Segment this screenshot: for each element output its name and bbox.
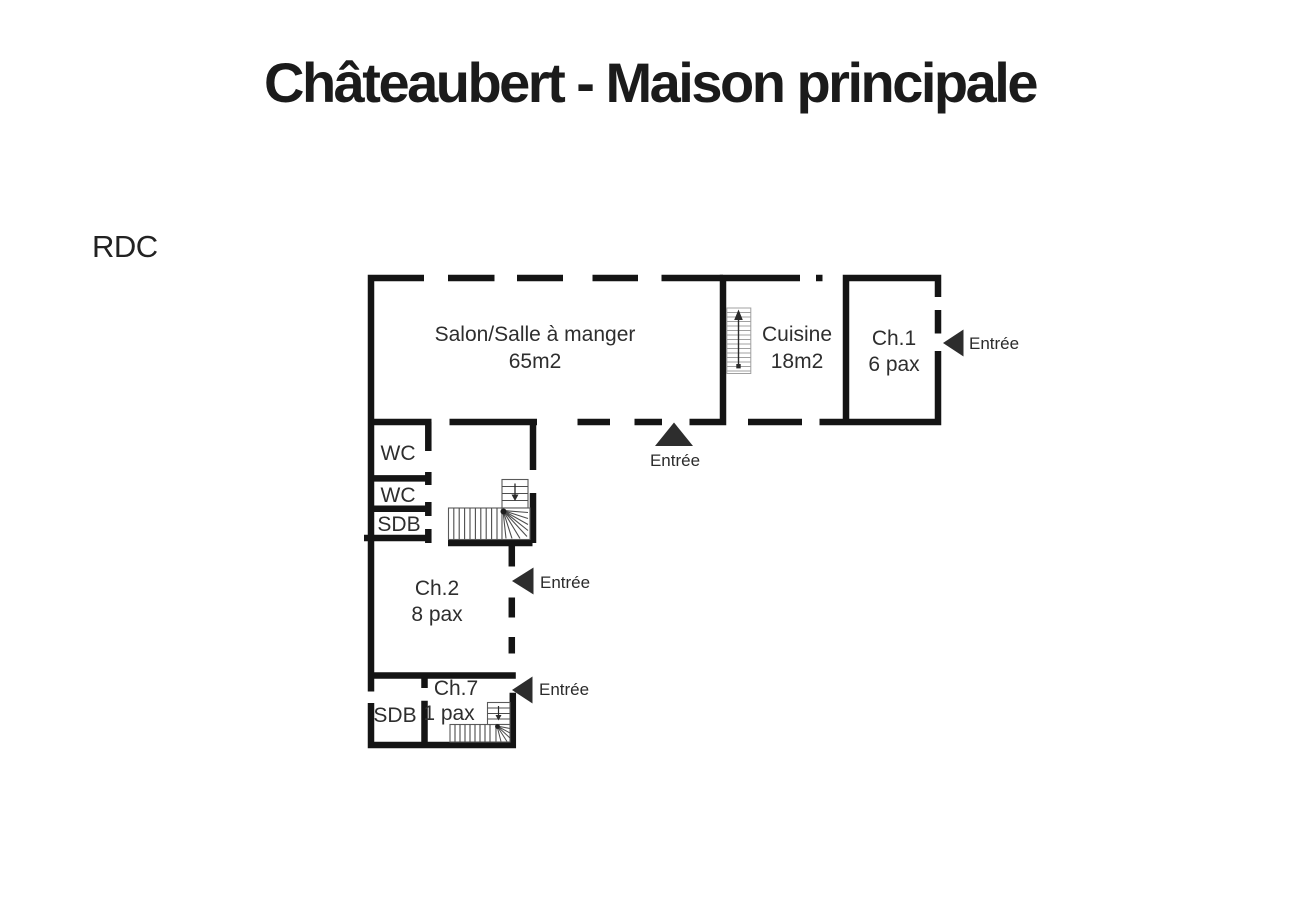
walls-dashed <box>448 274 942 654</box>
room-label-cuisine: Cuisine <box>762 323 832 346</box>
room-capacity-ch7: 1 pax <box>423 702 475 725</box>
page-title: Châteaubert - Maison principale <box>264 51 1039 114</box>
room-label-sdb-mid: SDB <box>377 513 420 536</box>
stairs-icon-cuisine <box>726 307 752 374</box>
room-capacity-ch2: 8 pax <box>411 603 463 626</box>
entrance-ch1: Entrée <box>943 329 1019 357</box>
entrance-arrow-icon-main <box>655 422 693 446</box>
floor-label: RDC <box>92 229 158 264</box>
room-label-ch7: Ch.7 <box>434 677 478 700</box>
entrance-arrow-icon-ch1 <box>943 329 964 357</box>
entrance-label-ch2: Entrée <box>540 573 590 592</box>
room-label-wc-mid: WC <box>381 484 416 507</box>
entrance-arrow-icon-ch2 <box>512 567 534 595</box>
room-label-wc-top: WC <box>381 442 416 465</box>
room-label-salon: Salon/Salle à manger <box>435 323 636 346</box>
entrance-ch7: Entrée <box>512 676 589 704</box>
room-labels: Salon/Salle à manger 65m2 Cuisine 18m2 C… <box>373 323 920 727</box>
walls-solid <box>364 274 942 749</box>
room-area-salon: 65m2 <box>509 350 562 373</box>
stairs-icon-main <box>447 478 531 541</box>
room-label-ch1: Ch.1 <box>872 327 916 350</box>
stairs-icon-ch7 <box>449 701 511 743</box>
room-label-ch2: Ch.2 <box>415 577 459 600</box>
entrance-ch2: Entrée <box>512 567 590 595</box>
room-label-sdb-low: SDB <box>373 704 416 727</box>
entrance-main: Entrée <box>650 422 700 470</box>
entrance-label-ch1: Entrée <box>969 334 1019 353</box>
room-capacity-ch1: 6 pax <box>868 353 920 376</box>
room-area-cuisine: 18m2 <box>771 350 824 373</box>
entrance-arrow-icon-ch7 <box>512 676 533 704</box>
entrance-label-main: Entrée <box>650 451 700 470</box>
entrance-label-ch7: Entrée <box>539 680 589 699</box>
